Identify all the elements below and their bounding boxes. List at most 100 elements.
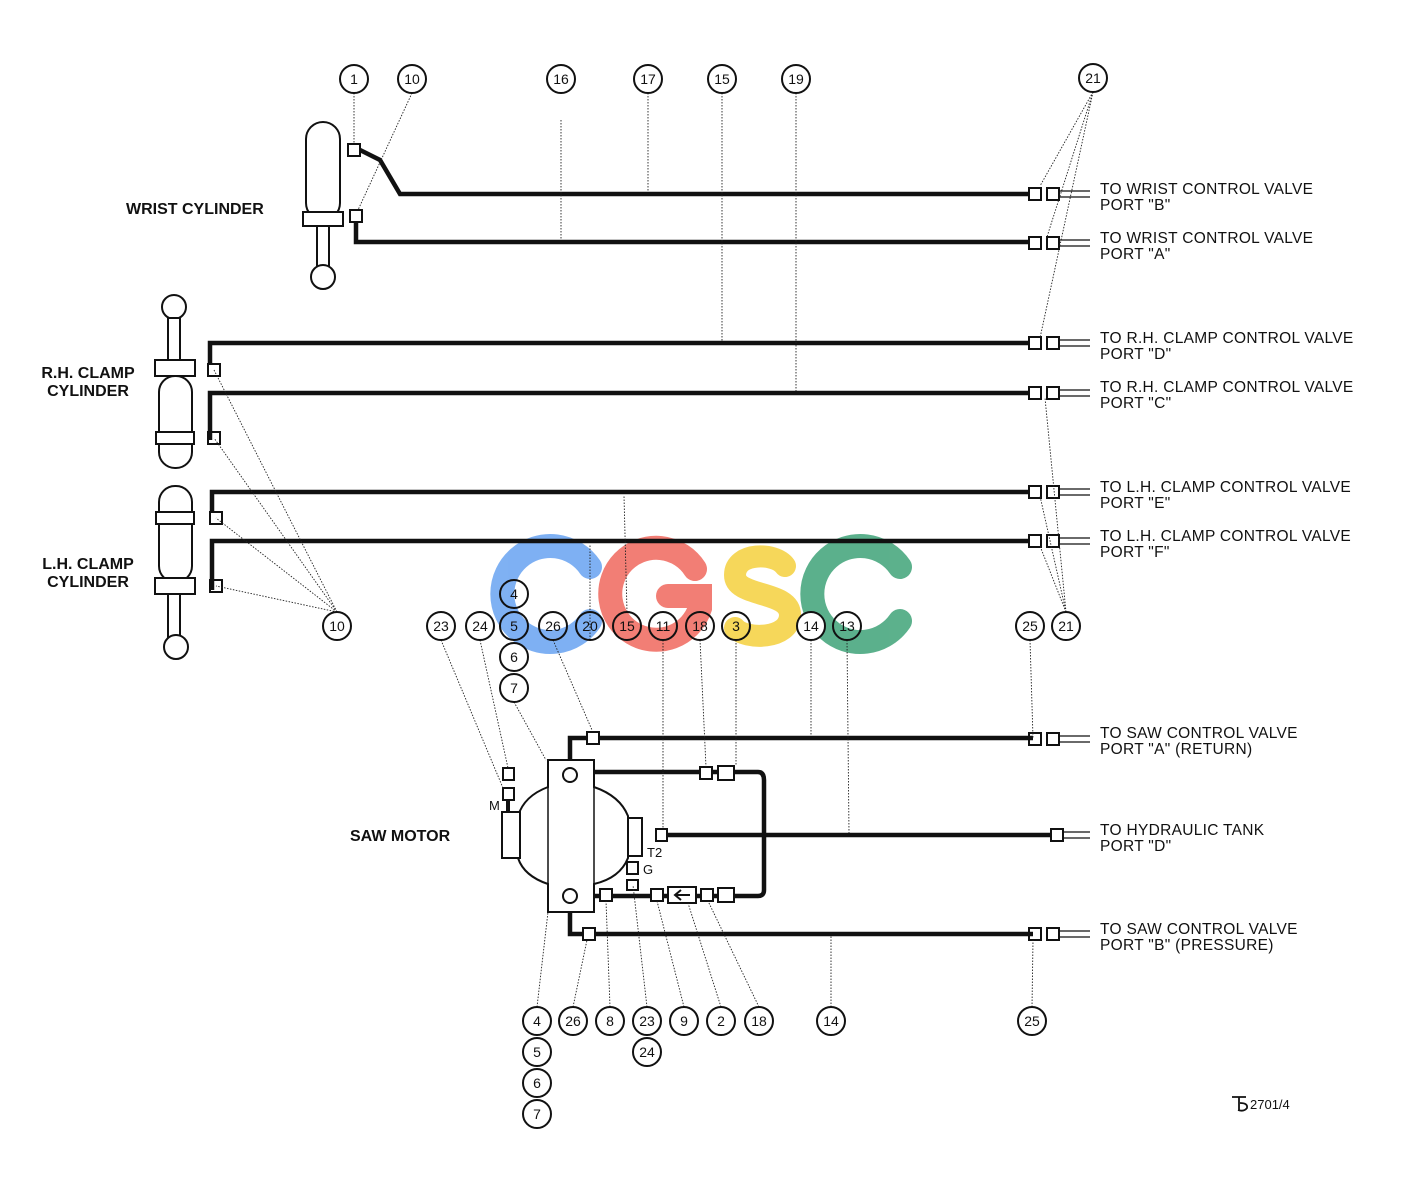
callout: 24 [632, 1037, 662, 1067]
drawing-number-text: 2701/4 [1250, 1097, 1290, 1112]
saw-motor [501, 759, 668, 913]
svg-text:14: 14 [823, 1013, 839, 1029]
watermark-letter-c2 [800, 534, 912, 654]
svg-text:8: 8 [606, 1013, 614, 1029]
callout: 17 [633, 64, 663, 94]
callout: 25 [1017, 1006, 1047, 1036]
port-label-line2: PORT "D" [1100, 346, 1171, 363]
svg-text:9: 9 [680, 1013, 688, 1029]
line-end-fitting [1028, 732, 1090, 746]
callout: 4 [499, 579, 529, 609]
fitting-10 [349, 209, 363, 223]
wrist-cylinder-label: WRIST CYLINDER [126, 201, 264, 218]
port-label-line1: TO WRIST CONTROL VALVE [1100, 181, 1313, 198]
callout: 4 [522, 1006, 552, 1036]
callout: 5 [522, 1037, 552, 1067]
svg-text:18: 18 [751, 1013, 767, 1029]
right-fittings [1028, 187, 1090, 941]
callout: 6 [522, 1068, 552, 1098]
svg-text:10: 10 [404, 71, 420, 87]
svg-text:23: 23 [639, 1013, 655, 1029]
callout: 21 [1051, 611, 1081, 641]
line-end-fitting [1028, 534, 1090, 548]
svg-text:3: 3 [732, 618, 740, 634]
callout: 6 [499, 642, 529, 672]
rh-clamp-cylinder [154, 294, 221, 469]
svg-text:6: 6 [533, 1075, 541, 1091]
callout: 18 [744, 1006, 774, 1036]
line-end-fitting [1028, 236, 1090, 250]
svg-text:19: 19 [788, 71, 804, 87]
port-label-line1: TO R.H. CLAMP CONTROL VALVE [1100, 330, 1354, 347]
svg-text:5: 5 [510, 618, 518, 634]
watermark [490, 534, 912, 654]
drawing-number: 2701/4 [1232, 1096, 1290, 1112]
svg-text:18: 18 [692, 618, 708, 634]
callout: 2 [706, 1006, 736, 1036]
callout: 23 [426, 611, 456, 641]
line-end-fitting [1028, 187, 1090, 201]
port-label-line1: TO SAW CONTROL VALVE [1100, 921, 1298, 938]
svg-text:15: 15 [714, 71, 730, 87]
saw-motor-label: SAW MOTOR [350, 828, 451, 845]
line-end-fitting [1028, 485, 1090, 499]
logo-mark [1232, 1096, 1249, 1112]
callout: 10 [397, 64, 427, 94]
callout: 8 [595, 1006, 625, 1036]
svg-text:10: 10 [329, 618, 345, 634]
svg-text:25: 25 [1024, 1013, 1040, 1029]
port-label-line2: PORT "B" [1100, 197, 1171, 214]
rh-clamp-label-line1: R.H. CLAMP [41, 365, 135, 382]
watermark-letter-s [723, 545, 802, 647]
port-labels: TO WRIST CONTROL VALVE PORT "B" TO WRIST… [1100, 181, 1354, 954]
callout: 15 [707, 64, 737, 94]
port-label-line2: PORT "C" [1100, 395, 1171, 412]
port-label-line1: TO L.H. CLAMP CONTROL VALVE [1100, 479, 1351, 496]
wrist-cylinder [302, 121, 363, 290]
fitting-1 [347, 143, 361, 157]
svg-text:24: 24 [639, 1044, 655, 1060]
svg-text:4: 4 [533, 1013, 541, 1029]
port-label-line2: PORT "A" (RETURN) [1100, 741, 1252, 758]
svg-text:13: 13 [839, 618, 855, 634]
svg-text:2: 2 [717, 1013, 725, 1029]
port-label-line2: PORT "A" [1100, 246, 1171, 263]
rh-clamp-label-line2: CYLINDER [47, 383, 129, 400]
svg-text:5: 5 [533, 1044, 541, 1060]
svg-text:24: 24 [472, 618, 488, 634]
callout: 9 [669, 1006, 699, 1036]
callout: 14 [816, 1006, 846, 1036]
callout: 1 [339, 64, 369, 94]
line-end-fitting [1028, 336, 1090, 350]
port-label-line2: PORT "F" [1100, 544, 1170, 561]
lh-clamp-label-line1: L.H. CLAMP [42, 556, 134, 573]
motor-fittings [582, 731, 735, 941]
svg-text:26: 26 [565, 1013, 581, 1029]
port-label-line1: TO SAW CONTROL VALVE [1100, 725, 1298, 742]
lh-clamp-cylinder [154, 485, 223, 660]
watermark-letter-g [598, 535, 712, 652]
lh-clamp-label-line2: CYLINDER [47, 574, 129, 591]
svg-text:4: 4 [510, 586, 518, 602]
callout: 16 [546, 64, 576, 94]
svg-text:16: 16 [553, 71, 569, 87]
svg-text:14: 14 [803, 618, 819, 634]
svg-text:20: 20 [582, 618, 598, 634]
motor-port-g: G [643, 862, 653, 877]
callouts: 1 10 16 17 15 19 21 10 23 24 4 5 6 7 26 … [322, 63, 1108, 1129]
callout: 23 [632, 1006, 662, 1036]
svg-text:17: 17 [640, 71, 656, 87]
callout: 18 [685, 611, 715, 641]
line-end-fitting [1028, 927, 1090, 941]
callout: 20 [575, 611, 605, 641]
svg-text:21: 21 [1058, 618, 1074, 634]
callout: 5 [499, 611, 529, 641]
line-end-fitting [1028, 386, 1090, 400]
callout: 19 [781, 64, 811, 94]
callout: 7 [499, 673, 529, 703]
port-label-line2: PORT "E" [1100, 495, 1171, 512]
motor-port-t2: T2 [647, 845, 662, 860]
svg-text:1: 1 [350, 71, 358, 87]
port-label-line2: PORT "D" [1100, 838, 1171, 855]
